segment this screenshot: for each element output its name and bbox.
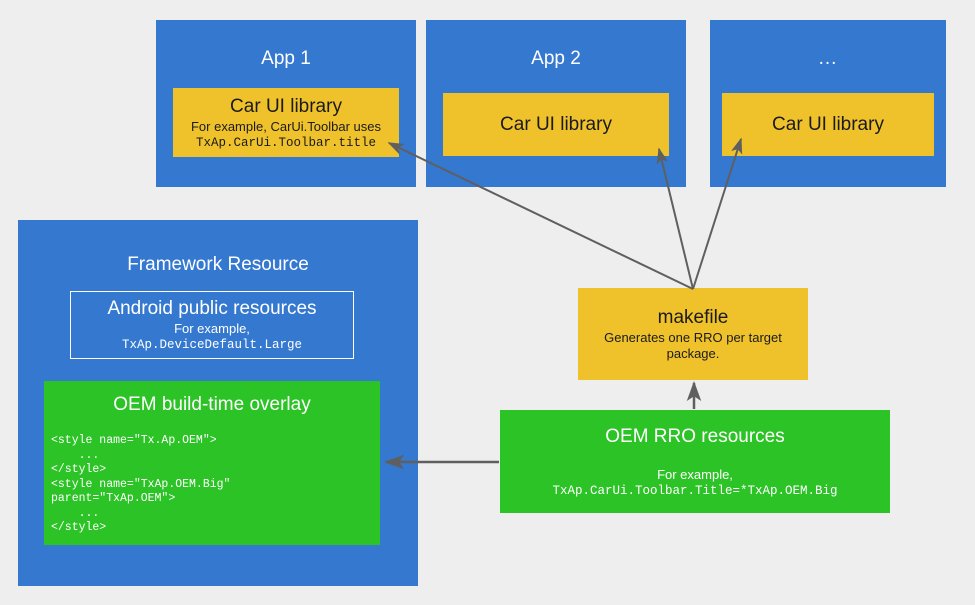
android-public-resources-code: TxAp.DeviceDefault.Large	[121, 338, 303, 352]
app-3-car-ui-library-title: Car UI library	[772, 113, 884, 135]
android-public-resources-title: Android public resources	[107, 298, 317, 319]
app-3-car-ui-library: Car UI library	[722, 93, 934, 156]
oem-build-time-overlay-title: OEM build-time overlay	[113, 394, 311, 415]
oem-build-time-overlay-code: <style name="Tx.Ap.OEM"> ... </style> <s…	[51, 434, 231, 534]
oem-rro-resources-box: OEM RRO resources For example, TxAp.CarU…	[500, 410, 890, 513]
app-1-title: App 1	[261, 48, 311, 69]
makefile-box: makefile Generates one RRO per target pa…	[578, 288, 808, 380]
oem-rro-resources-title: OEM RRO resources	[605, 425, 785, 447]
android-public-resources-sub: For example,	[174, 321, 250, 336]
app-2-car-ui-library-title: Car UI library	[500, 113, 612, 135]
app-3-title: ...	[818, 48, 838, 69]
oem-build-time-overlay: OEM build-time overlay <style name="Tx.A…	[44, 381, 380, 545]
framework-resource-title: Framework Resource	[127, 254, 309, 275]
app-1-car-ui-library-code: TxAp.CarUi.Toolbar.title	[195, 135, 377, 150]
app-1-car-ui-library-sub: For example, CarUi.Toolbar uses	[190, 118, 382, 134]
oem-rro-resources-sub: For example,	[657, 466, 733, 482]
app-1-car-ui-library: Car UI library For example, CarUi.Toolba…	[173, 88, 399, 157]
makefile-title: makefile	[657, 307, 729, 328]
app-1-car-ui-library-title: Car UI library	[230, 95, 342, 117]
oem-rro-resources-code: TxAp.CarUi.Toolbar.Title=*TxAp.OEM.Big	[552, 483, 838, 498]
app-2-car-ui-library: Car UI library	[443, 93, 669, 156]
app-2-title: App 2	[531, 48, 581, 69]
android-public-resources-box: Android public resources For example, Tx…	[70, 291, 354, 359]
makefile-sub: Generates one RRO per target package.	[604, 330, 782, 361]
